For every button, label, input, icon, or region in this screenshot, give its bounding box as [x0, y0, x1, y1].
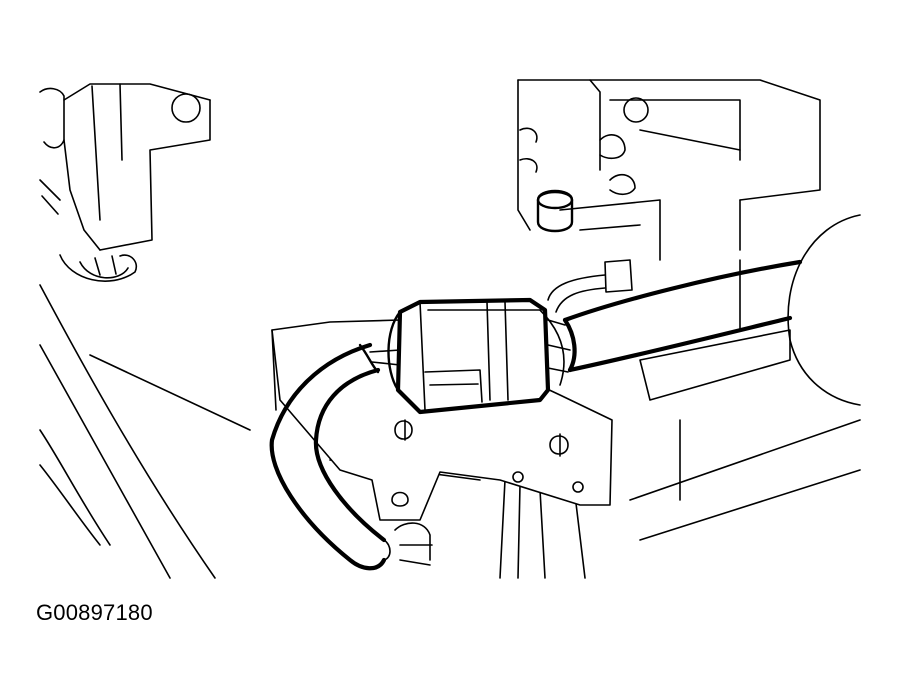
left-wire-harness: [269, 342, 401, 571]
left-frame-rails: [39, 284, 251, 579]
wire-clip: [394, 522, 433, 566]
bolt-head: [536, 189, 574, 233]
figure-id-label: G00897180: [36, 600, 153, 625]
electrical-connector: [387, 297, 571, 415]
mounting-bracket: [271, 319, 613, 521]
right-body-lines: [629, 259, 861, 541]
upper-left-housing: [39, 83, 211, 282]
round-component: [787, 214, 861, 406]
upper-right-housing: [517, 79, 821, 261]
right-wire-harness: [547, 259, 803, 373]
